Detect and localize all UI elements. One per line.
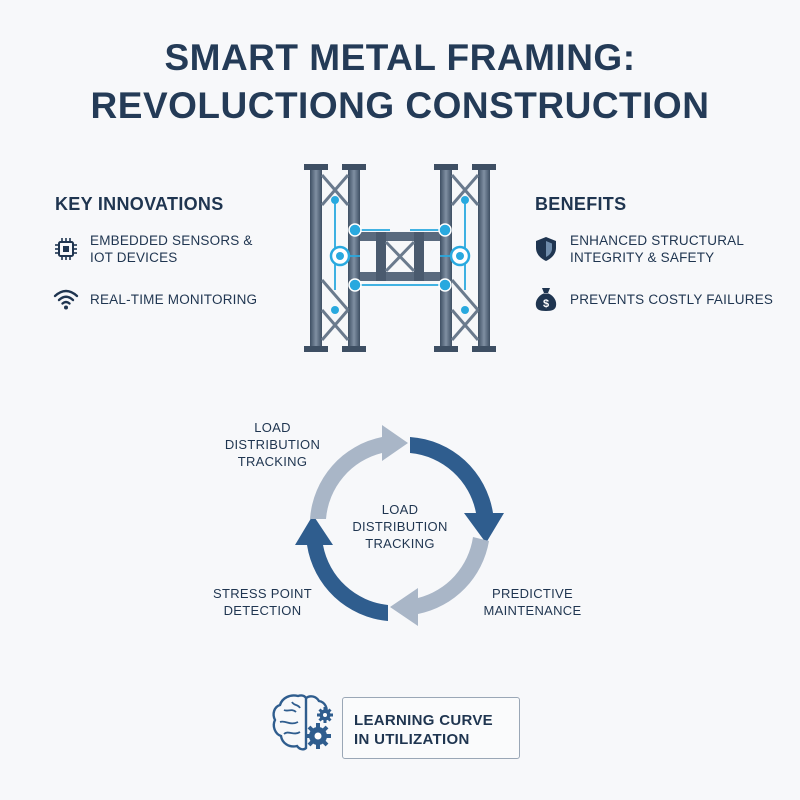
wifi-icon — [53, 289, 79, 310]
benefit-label-integrity: ENHANCED STRUCTURAL INTEGRITY & SAFETY — [570, 233, 745, 265]
page-title: SMART METAL FRAMING: REVOLUCTIONG CONSTR… — [0, 34, 800, 130]
benefits-heading: BENEFITS — [535, 194, 627, 214]
cycle-label-predictive-maintenance: PREDICTIVE MAINTENANCE — [483, 586, 582, 618]
title-line-1: SMART METAL FRAMING: — [164, 37, 636, 78]
cycle-center-label: LOAD DISTRIBUTION TRACKING — [352, 502, 448, 551]
sensor-nodes — [329, 196, 471, 314]
money-bag-icon: $ — [535, 288, 557, 311]
benefit-item-failures: $ PREVENTS COSTLY FAILURES — [532, 285, 773, 313]
learning-curve-box — [342, 697, 520, 759]
gear-icon-large — [305, 723, 331, 749]
benefit-label-failures: PREVENTS COSTLY FAILURES — [570, 291, 774, 307]
right-column — [434, 164, 496, 352]
learning-curve-label: LEARNING CURVE IN UTILIZATION — [354, 712, 493, 748]
innovation-label-monitoring: REAL-TIME MONITORING — [90, 291, 258, 307]
cycle-arrow-bottom-right — [390, 537, 489, 626]
shield-icon — [536, 237, 556, 261]
cycle-label-stress-point: STRESS POINT DETECTION — [213, 586, 312, 618]
left-column — [304, 164, 366, 352]
brain-gears-icon — [272, 694, 333, 751]
innovation-item-monitoring: REAL-TIME MONITORING — [52, 285, 257, 313]
chip-icon — [55, 238, 77, 260]
cycle-arrow-bottom-left — [295, 515, 388, 621]
key-innovations-heading: KEY INNOVATIONS — [55, 194, 224, 214]
cycle-arrow-top-left — [310, 425, 408, 519]
cycle-diagram — [295, 425, 504, 626]
cross-beams — [360, 232, 440, 281]
innovation-label-sensors: EMBEDDED SENSORS & IOT DEVICES — [90, 233, 253, 265]
gear-icon-small — [317, 707, 333, 723]
benefit-item-integrity: ENHANCED STRUCTURAL INTEGRITY & SAFETY — [532, 232, 744, 266]
cycle-arrow-top-right — [410, 437, 504, 543]
svg-text:$: $ — [543, 298, 549, 310]
steel-frame-illustration — [304, 164, 496, 352]
title-line-2: REVOLUCTIONG CONSTRUCTION — [90, 85, 710, 126]
cycle-label-load-distribution: LOAD DISTRIBUTION TRACKING — [224, 420, 321, 469]
innovation-item-sensors: EMBEDDED SENSORS & IOT DEVICES — [52, 232, 253, 266]
